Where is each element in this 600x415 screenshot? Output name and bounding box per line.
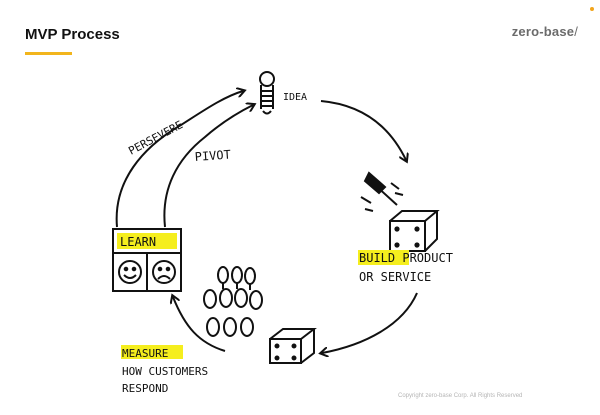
page-title: MVP Process <box>25 26 120 43</box>
lightbulb-icon <box>259 71 275 115</box>
build-line2: OR SERVICE <box>359 270 431 284</box>
brand-name: zero-base <box>511 24 575 39</box>
learn-label: LEARN <box>120 235 156 249</box>
measure-box-icon <box>269 328 317 364</box>
build-rest-text: PRODUCT <box>395 251 453 265</box>
learn-box <box>112 228 182 292</box>
build-label: BUILD PRODUCT <box>359 251 453 265</box>
measure-line3: RESPOND <box>122 382 168 395</box>
copyright-footer: Copyright zero-base Corp. All Rights Res… <box>398 393 523 399</box>
sad-face-icon <box>152 260 176 284</box>
pivot-label: PIVOT <box>194 148 231 164</box>
brand-dot <box>590 7 594 11</box>
hammer-icon <box>360 171 404 212</box>
persevere-label: PERSEVERE <box>126 118 185 157</box>
mvp-cycle-diagram: IDEA BUILD PRODUCT OR SERVICE <box>112 71 453 395</box>
build-highlight <box>358 250 409 265</box>
measure-line2: HOW CUSTOMERS <box>122 365 208 378</box>
arrow-persevere <box>115 91 243 228</box>
title-underline <box>25 52 72 55</box>
measure-label: MEASURE <box>122 347 168 360</box>
idea-label: IDEA <box>283 92 307 103</box>
arrow-build-to-measure <box>322 292 418 353</box>
happy-face-icon <box>118 260 142 284</box>
build-highlight-text: BUILD <box>359 251 395 265</box>
people-icon <box>203 266 263 337</box>
brand-logo: zero-base/ <box>512 24 578 39</box>
brand-slash: / <box>574 24 578 39</box>
build-box-icon <box>389 210 440 252</box>
measure-highlight <box>121 345 183 359</box>
arrow-pivot <box>163 105 253 228</box>
arrow-idea-to-build <box>320 100 406 160</box>
arrow-measure-to-learn <box>173 297 226 352</box>
